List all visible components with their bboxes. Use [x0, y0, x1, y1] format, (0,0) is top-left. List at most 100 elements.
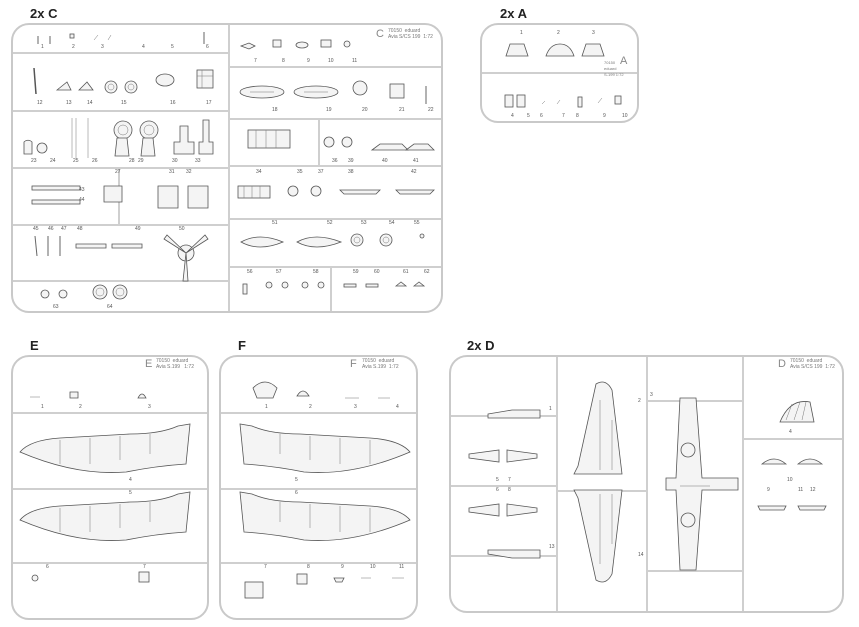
part-number: 14 — [87, 100, 93, 106]
sprue-c-row4-parts — [31, 185, 209, 209]
wing-upper-left — [573, 381, 623, 475]
part-number: 29 — [138, 158, 144, 164]
sprue-d-divider — [646, 357, 648, 611]
part-number: 42 — [411, 169, 417, 175]
part-number: 6 — [540, 113, 543, 119]
part-number: 39 — [348, 158, 354, 164]
sprue-f-stamp-letter: F — [350, 358, 357, 370]
sprue-c-title: 2x C — [30, 6, 58, 21]
part-number: 10 — [622, 113, 628, 119]
sprue-d-parts — [468, 381, 827, 583]
part-number: 8 — [508, 487, 511, 493]
part-number: 3 — [592, 30, 595, 36]
part-number: 12 — [810, 487, 816, 493]
sprue-e-frame — [11, 355, 209, 620]
part-number: 24 — [50, 158, 56, 164]
part-number: 37 — [318, 169, 324, 175]
part-number: 38 — [348, 169, 354, 175]
part-number: 43 — [79, 187, 85, 193]
sprue-d-gate — [451, 485, 556, 487]
part-number: 1 — [41, 404, 44, 410]
wing-upper-right — [573, 489, 623, 583]
part-number: 19 — [326, 107, 332, 113]
part-number: 3 — [101, 44, 104, 50]
part-number: 2 — [557, 30, 560, 36]
sprue-a-gate — [482, 72, 637, 74]
fuselage-half-left — [19, 423, 191, 473]
sprue-f-gate — [221, 562, 416, 564]
part-number: 3 — [354, 404, 357, 410]
part-number: 2 — [638, 398, 641, 404]
sprue-c-frame — [11, 23, 443, 313]
part-number: 32 — [186, 169, 192, 175]
part-number: 47 — [61, 226, 67, 232]
part-number: 48 — [77, 226, 83, 232]
sprue-e-stamp: 70150 eduard Avia S.199 1:72 — [156, 358, 194, 370]
part-number: 62 — [424, 269, 430, 275]
part-number: 4 — [396, 404, 399, 410]
part-number: 36 — [332, 158, 338, 164]
part-number: 60 — [374, 269, 380, 275]
part-number: 25 — [73, 158, 79, 164]
part-number: 45 — [33, 226, 39, 232]
sprue-a-stamp-letter: A — [620, 55, 628, 67]
part-number: 5 — [527, 113, 530, 119]
sprue-e-gate — [13, 488, 207, 490]
sprue-a-parts — [504, 43, 622, 108]
part-number: 1 — [41, 44, 44, 50]
sprue-c-gate — [228, 118, 441, 120]
part-number: 10 — [370, 564, 376, 570]
sprue-e-title: E — [30, 338, 39, 353]
part-number: 6 — [206, 44, 209, 50]
part-number: 7 — [508, 477, 511, 483]
part-number: 30 — [172, 158, 178, 164]
part-number: 49 — [135, 226, 141, 232]
part-number: 11 — [399, 564, 405, 570]
part-number: 10 — [787, 477, 793, 483]
part-number: 5 — [171, 44, 174, 50]
sprue-d-title: 2x D — [467, 338, 495, 353]
sprue-c-gate — [13, 224, 228, 226]
part-number: 8 — [307, 564, 310, 570]
part-number: 50 — [179, 226, 185, 232]
part-number: 27 — [115, 169, 121, 175]
part-number: 23 — [31, 158, 37, 164]
sprue-f-parts — [239, 381, 411, 599]
part-number: 13 — [549, 544, 555, 550]
sprue-a-frame — [480, 23, 639, 123]
part-number: 7 — [254, 58, 257, 64]
part-number: 9 — [603, 113, 606, 119]
sprue-c-gate — [228, 218, 441, 220]
part-number: 7 — [143, 564, 146, 570]
part-number: 1 — [520, 30, 523, 36]
part-number: 5 — [129, 490, 132, 496]
part-number: 7 — [264, 564, 267, 570]
part-number: 15 — [121, 100, 127, 106]
part-number: 31 — [169, 169, 175, 175]
sprue-d-gate — [742, 438, 842, 440]
part-number: 22 — [428, 107, 434, 113]
part-number: 8 — [282, 58, 285, 64]
sprue-d-divider — [556, 357, 558, 611]
part-number: 26 — [92, 158, 98, 164]
part-number: 54 — [389, 220, 395, 226]
part-number: 1 — [549, 406, 552, 412]
sprue-a-title: 2x A — [500, 6, 527, 21]
part-number: 57 — [276, 269, 282, 275]
wing-lower — [665, 397, 739, 571]
part-number: 3 — [148, 404, 151, 410]
part-number: 20 — [362, 107, 368, 113]
part-number: 55 — [414, 220, 420, 226]
fuselage-half-right — [239, 491, 411, 541]
part-number: 41 — [413, 158, 419, 164]
sprue-f-title: F — [238, 338, 246, 353]
part-number: 52 — [327, 220, 333, 226]
part-number: 35 — [297, 169, 303, 175]
sprue-c-row5-parts — [34, 234, 209, 282]
part-number: 5 — [496, 477, 499, 483]
part-number: 9 — [767, 487, 770, 493]
sprue-f-gate — [221, 488, 416, 490]
sprue-c-gate — [13, 167, 228, 169]
sprue-c-gate — [13, 280, 228, 282]
part-number: 17 — [206, 100, 212, 106]
